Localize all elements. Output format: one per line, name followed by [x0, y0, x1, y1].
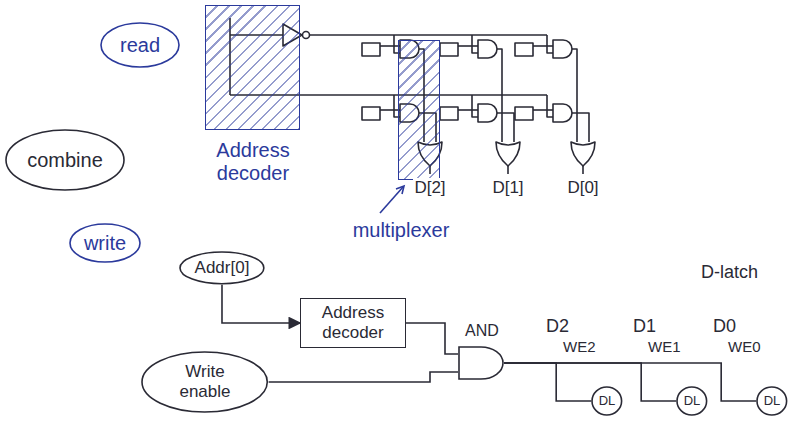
node-text: Address decoder: [308, 303, 398, 342]
leader-arrowhead: [396, 186, 404, 194]
signal-label: D2: [545, 316, 570, 337]
signal-label: WE0: [727, 338, 762, 355]
node-text: combine: [27, 149, 103, 172]
decoder-box: Address decoder: [300, 298, 406, 348]
d-latch-circle: DL: [676, 386, 708, 416]
wire-connector: [504, 363, 676, 401]
signal-label: WE2: [562, 338, 597, 355]
node-outline: [180, 252, 264, 284]
register-cell: [362, 107, 380, 120]
register-cell: [515, 107, 533, 120]
signal-circle: Write enable: [141, 351, 268, 413]
signal-label: D[2]: [413, 178, 446, 198]
node-text: DL: [684, 394, 701, 409]
wire-connector: [406, 323, 458, 354]
node-text: DL: [599, 394, 616, 409]
wire-connector: [504, 363, 591, 401]
inverter-bubble: [303, 32, 310, 39]
and-gate: AND: [458, 346, 504, 380]
node-outline: [757, 387, 787, 415]
node-text: Address decoder: [178, 139, 328, 185]
register-cell: [440, 107, 458, 120]
node-outline: [592, 387, 622, 415]
register-cell: [362, 43, 380, 56]
signal-label: D[1]: [491, 178, 524, 198]
node-text: read: [120, 34, 160, 57]
leader-line: [380, 187, 403, 213]
signal-label: D1: [632, 316, 657, 337]
multiplexer-block: multiplexer: [398, 40, 440, 180]
node-outline: [677, 387, 707, 415]
wire-connector: [504, 363, 756, 401]
signal-label: D0: [712, 316, 737, 337]
node-text: Addr[0]: [195, 258, 250, 278]
signal-label: D[0]: [566, 178, 599, 198]
and-gate-symbol: [553, 40, 572, 58]
signal-circle: Addr[0]: [179, 251, 265, 285]
node-text: AND: [452, 322, 512, 340]
register-cell: [515, 43, 533, 56]
and-gate-symbol: [478, 104, 497, 122]
and-gate-symbol: [553, 104, 572, 122]
wire-connector: [269, 372, 458, 382]
wire-connector: [222, 285, 300, 323]
signal-label: WE1: [647, 338, 682, 355]
node-outline: [142, 352, 267, 412]
step-circle: read: [100, 22, 180, 68]
node-text: write: [84, 232, 126, 255]
or-gate-symbol: [496, 142, 520, 166]
node-outline: [101, 23, 179, 67]
node-outline: [458, 346, 504, 380]
decoder-block: Address decoder: [205, 5, 300, 130]
register-cell: [440, 43, 458, 56]
step-circle: combine: [5, 129, 125, 191]
and-gate-symbol: [478, 40, 497, 58]
node-text: DL: [764, 394, 781, 409]
node-outline: [6, 130, 124, 190]
signal-label: D-latch: [700, 262, 759, 283]
or-gate-symbol: [571, 142, 595, 166]
node-outline: [70, 224, 140, 262]
step-circle: write: [69, 223, 141, 263]
node-outline: [459, 347, 503, 379]
node-text: multiplexer: [331, 219, 471, 242]
select-wire: [310, 34, 547, 36]
d-latch-circle: DL: [756, 386, 788, 416]
d-latch-circle: DL: [591, 386, 623, 416]
node-text: Write enable: [163, 362, 247, 401]
